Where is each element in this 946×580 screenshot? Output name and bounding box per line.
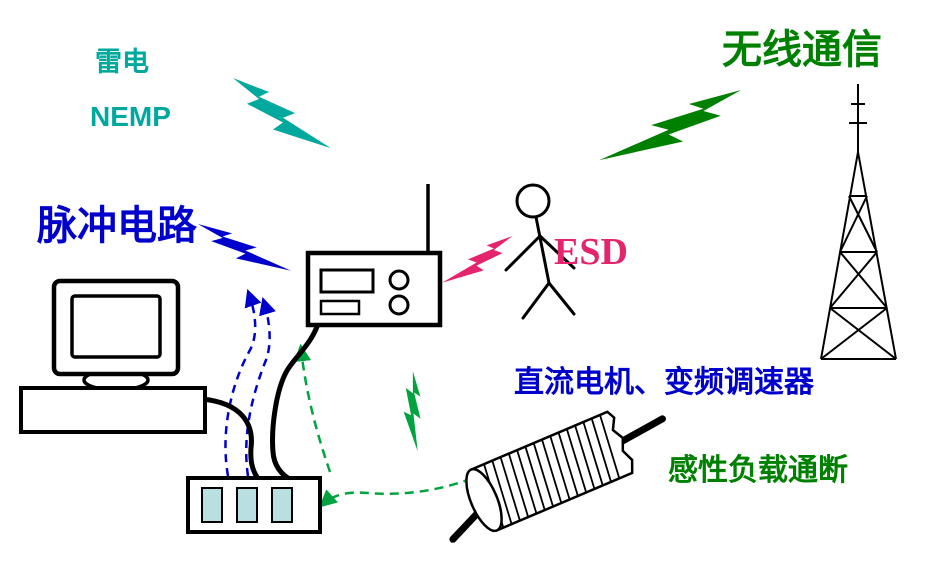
label-lightning: 雷电 (95, 47, 149, 77)
stick-figure (504, 183, 576, 320)
motor-stub (449, 510, 481, 543)
stick-figure-leg-left (521, 281, 551, 320)
label-dc-motor-vfd: 直流电机、变频调速器 (514, 365, 815, 399)
stick-figure-torso (534, 215, 551, 285)
blue-interference-arrow-1 (224, 289, 262, 477)
label-esd: ESD (554, 231, 628, 273)
nemp-lightning-icon (233, 78, 331, 149)
computer-base (19, 386, 207, 434)
label-pulse-circuit: 脉冲电路 (37, 204, 198, 248)
pulse-circuit-lightning-icon (197, 224, 291, 271)
stick-figure-head (515, 183, 551, 219)
radio-device (305, 184, 443, 328)
label-inductive-load: 感性负载通断 (668, 454, 848, 487)
computer (19, 278, 207, 434)
motor-hatch (483, 414, 621, 528)
wireless-lightning-icon (599, 90, 742, 161)
stick-figure-arm-left (504, 234, 542, 272)
power-strip-socket-1 (201, 487, 223, 523)
motor-shaft (617, 415, 666, 446)
motor-end-cap (465, 467, 503, 533)
device-knob-top (388, 269, 410, 291)
radio-tower (820, 84, 897, 360)
green-strip-to-device-arrow (293, 343, 332, 473)
label-wireless-comm: 无线通信 (722, 28, 882, 72)
power-strip (186, 476, 322, 534)
device-display (319, 268, 375, 294)
monitor-screen (70, 294, 162, 359)
inductive-load-lightning-icon (378, 371, 453, 452)
computer-power-cable (199, 396, 262, 483)
stick-figure-leg-right (547, 281, 576, 316)
stick-figure-arm-right (538, 234, 576, 270)
blue-interference-arrow-2 (244, 296, 276, 477)
power-cables (199, 321, 321, 484)
power-strip-socket-3 (271, 487, 293, 523)
label-nemp: NEMP (90, 101, 171, 132)
device-panel (319, 299, 361, 316)
device-knob-bottom (388, 294, 410, 316)
dc-motor (449, 410, 666, 543)
power-strip-socket-2 (236, 487, 258, 523)
device-power-cable (270, 321, 321, 484)
esd-lightning-icon (442, 236, 513, 283)
